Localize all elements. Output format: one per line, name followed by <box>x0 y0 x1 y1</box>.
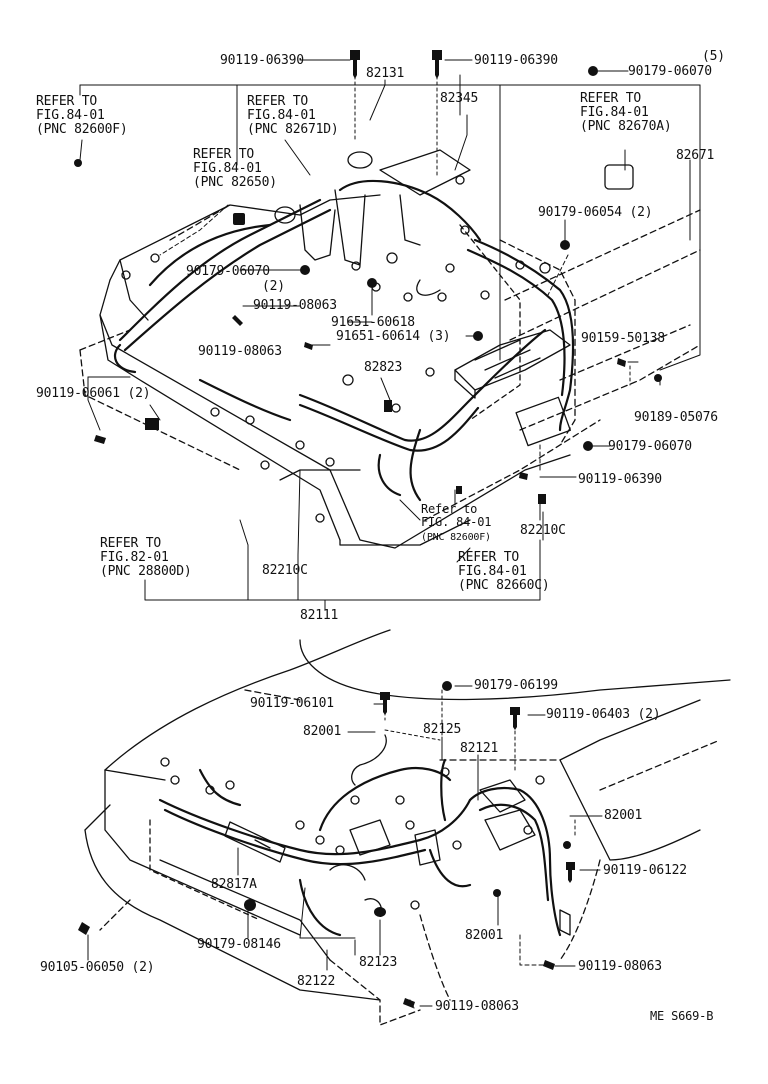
part-number-82001-a: 82001 <box>303 724 342 739</box>
part-number-90179-06070-mid: 90179-06070 <box>186 264 270 279</box>
bottom-harness-bundle <box>158 758 562 937</box>
part-number-82001-b: 82001 <box>604 808 643 823</box>
part-number-82131: 82131 <box>366 66 405 81</box>
top-connector-loops <box>121 175 551 523</box>
part-number-90189-05076: 90189-05076 <box>634 410 718 425</box>
part-number-82817a: 82817A <box>211 877 257 892</box>
part-number-90105-06050: 90105-06050 (2) <box>40 960 155 975</box>
part-number-82122: 82122 <box>297 974 336 989</box>
part-number-90179-06054: 90179-06054 (2) <box>538 205 653 220</box>
part-number-82210c-left: 82210C <box>262 563 308 578</box>
top-fasteners <box>74 50 662 504</box>
reference-note-small-82600f-pnc: (PNC 82600F) <box>421 532 491 543</box>
part-number-90119-06061: 90119-06061 (2) <box>36 386 151 401</box>
part-number-90119-06122: 90119-06122 <box>603 863 687 878</box>
part-number-90119-08063-c: 90119-08063 <box>578 959 662 974</box>
part-number-90119-08063-a: 90119-08063 <box>253 298 337 313</box>
part-number-82001-c: 82001 <box>465 928 504 943</box>
part-number-90159-50138: 90159-50138 <box>581 331 665 346</box>
bottom-fasteners <box>78 681 575 1008</box>
top-harness-bundle <box>113 179 575 502</box>
top-body-outline <box>79 194 701 549</box>
part-number-82125: 82125 <box>423 722 462 737</box>
part-number-91651-60618: 91651-60618 <box>331 315 415 330</box>
part-number-90179-06070-low: 90179-06070 <box>608 439 692 454</box>
part-number-90179-06199: 90179-06199 <box>474 678 558 693</box>
part-number-82111: 82111 <box>300 608 339 623</box>
part-number-90119-06390-low: 90119-06390 <box>578 472 662 487</box>
part-number-90119-06101: 90119-06101 <box>250 696 334 711</box>
part-number-90179-06070-top-right: 90179-06070 <box>628 64 712 79</box>
part-number-82210c-right: 82210C <box>520 523 566 538</box>
bottom-components <box>329 734 571 936</box>
part-number-90179-08146: 90179-08146 <box>197 937 281 952</box>
bottom-connector-loops <box>160 757 545 910</box>
part-number-90119-06390-top-left: 90119-06390 <box>220 53 304 68</box>
part-number-91651-60614: 91651-60614 (3) <box>336 329 451 344</box>
top-leader-lines <box>79 59 701 611</box>
part-number-quantity-5: (5) <box>702 49 725 64</box>
bottom-leader-lines <box>87 685 603 1011</box>
part-number-90119-08063-b: 90119-08063 <box>198 344 282 359</box>
figure-code: ME S669-B <box>650 1009 714 1023</box>
part-number-90119-06403: 90119-06403 (2) <box>546 707 661 722</box>
part-number-82121: 82121 <box>460 741 499 756</box>
part-number-82671: 82671 <box>676 148 715 163</box>
part-number-82823: 82823 <box>364 360 403 375</box>
bottom-body-outline <box>84 629 731 1026</box>
top-engine-components <box>274 149 471 296</box>
part-number-90119-08063-d: 90119-08063 <box>435 999 519 1014</box>
part-number-90119-06390-top-mid: 90119-06390 <box>474 53 558 68</box>
part-number-90179-06070-mid-qty: (2) <box>262 279 285 294</box>
part-number-82345: 82345 <box>440 91 479 106</box>
part-number-82123: 82123 <box>359 955 398 970</box>
